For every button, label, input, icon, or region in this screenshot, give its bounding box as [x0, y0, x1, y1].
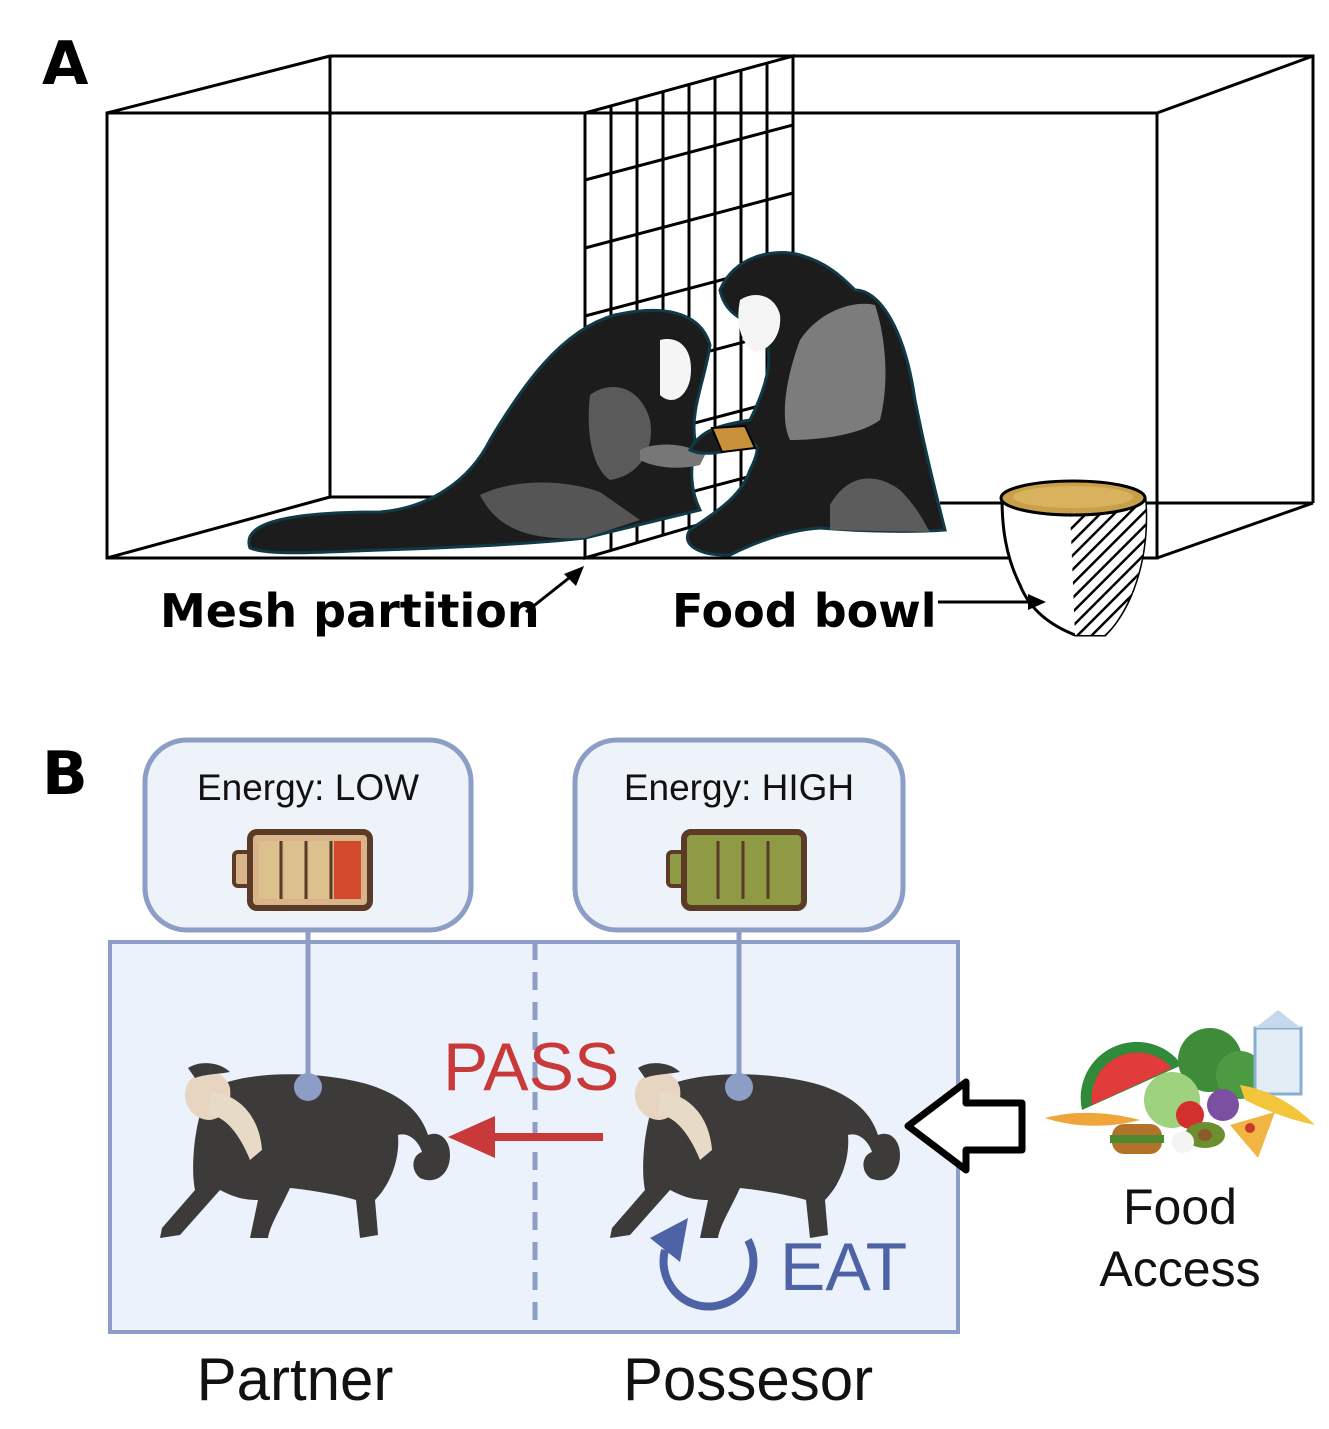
eat-label: EAT	[780, 1229, 907, 1305]
monkey-icon	[247, 309, 712, 555]
possessor-energy-callout: Energy: HIGH	[572, 737, 906, 1086]
possessor-label: Possesor	[623, 1346, 873, 1413]
panel-b-letter: B	[42, 739, 88, 809]
eat-cycle-icon	[650, 1218, 758, 1311]
food-access-label-line2: Access	[1099, 1241, 1260, 1297]
food-bowl-label: Food bowl	[672, 584, 937, 638]
possessor-monkey-icon	[610, 1063, 900, 1238]
mesh-partition-label: Mesh partition	[160, 584, 540, 638]
mesh-partition-arrow	[525, 566, 584, 614]
partner-energy-callout: Energy: LOW	[142, 737, 474, 1086]
battery-low-icon	[232, 829, 373, 911]
food-bowl-icon	[999, 479, 1148, 637]
food-access-arrow-icon	[904, 1078, 1026, 1174]
panel-a-letter: A	[42, 29, 89, 99]
partner-monkey-icon	[160, 1063, 450, 1238]
pass-arrow-icon	[448, 1116, 603, 1158]
partner-energy-label: Energy: LOW	[197, 767, 419, 808]
possessor-energy-label: Energy: HIGH	[624, 767, 854, 808]
food-access-label-line1: Food	[1123, 1179, 1237, 1235]
food-pile-icon	[1045, 1010, 1315, 1158]
cage-icon	[105, 54, 1315, 560]
partner-label: Partner	[197, 1346, 394, 1413]
monkey-icon	[686, 251, 947, 557]
food-item-icon	[710, 424, 757, 454]
food-bowl-arrow	[938, 594, 1046, 610]
battery-high-icon	[666, 829, 807, 911]
pass-label: PASS	[443, 1029, 619, 1105]
